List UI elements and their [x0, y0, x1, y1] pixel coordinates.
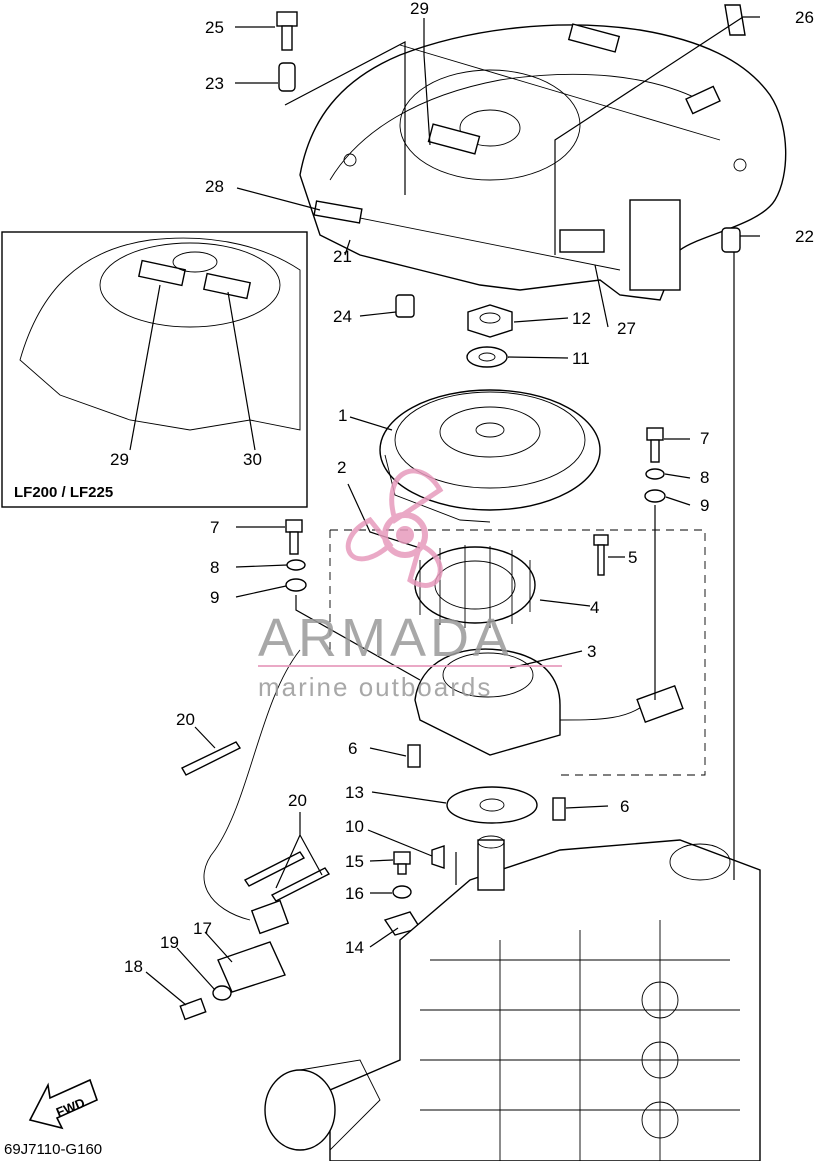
bolt	[646, 427, 664, 463]
part-number-6-right: 6	[620, 797, 629, 816]
engine-block	[264, 835, 761, 1161]
dowel-pin	[407, 744, 421, 768]
part-number-9-right: 9	[700, 496, 709, 515]
watermark-tagline: marine outboards	[258, 672, 492, 702]
part-number-9-left: 9	[210, 588, 219, 607]
watermark: ARMADA marine outboards	[258, 468, 562, 702]
grommet	[278, 62, 296, 92]
inset-title: LF200 / LF225	[14, 484, 113, 501]
lock-washer	[645, 468, 665, 480]
part-number-4: 4	[590, 598, 599, 617]
part-number-24: 24	[333, 307, 352, 326]
part-number-14: 14	[345, 938, 364, 957]
part-number-27: 27	[617, 319, 636, 338]
bolt	[276, 11, 298, 51]
nut	[467, 304, 513, 338]
pulser-plate	[446, 786, 538, 824]
part-number-8-left: 8	[210, 558, 219, 577]
part-number-17: 17	[193, 919, 212, 938]
diagram-code: 69J7110-G160	[4, 1141, 102, 1158]
bolt	[593, 534, 609, 576]
washer	[212, 985, 232, 1001]
clip	[724, 4, 746, 36]
part-number-7-right: 7	[700, 429, 709, 448]
part-number-29: 29	[410, 0, 429, 18]
part-number-16: 16	[345, 884, 364, 903]
cable-tie	[243, 851, 306, 887]
flat-washer	[285, 578, 307, 592]
part-number-5: 5	[628, 548, 637, 567]
part-number-20-lower: 20	[288, 791, 307, 810]
part-number-29-inset: 29	[110, 450, 129, 469]
part-number-30: 30	[243, 450, 262, 469]
collar	[395, 294, 415, 318]
part-number-6-left: 6	[348, 739, 357, 758]
part-number-12: 12	[572, 309, 591, 328]
part-number-10: 10	[345, 817, 364, 836]
holder	[217, 941, 286, 993]
cable-tie	[270, 867, 331, 902]
part-number-11: 11	[572, 349, 590, 368]
flywheel-cover	[299, 23, 787, 301]
flat-washer	[644, 489, 666, 503]
part-number-1: 1	[338, 406, 347, 425]
part-number-28: 28	[205, 177, 224, 196]
washer	[392, 885, 412, 899]
part-number-3: 3	[587, 642, 596, 661]
part-number-21: 21	[333, 247, 352, 266]
washer	[466, 346, 508, 368]
part-number-20-upper: 20	[176, 710, 195, 729]
part-number-7-left: 7	[210, 518, 219, 537]
part-number-19: 19	[160, 933, 179, 952]
bolt	[179, 997, 207, 1021]
part-number-13: 13	[345, 783, 364, 802]
cable-tie	[181, 741, 242, 776]
flywheel	[379, 389, 601, 523]
bolt	[393, 851, 411, 875]
part-number-8-right: 8	[700, 468, 709, 487]
bolt	[285, 519, 303, 555]
dowel-pin	[552, 797, 566, 821]
part-number-2: 2	[337, 458, 346, 477]
grommet	[721, 227, 741, 253]
part-number-22: 22	[795, 227, 814, 246]
part-number-25: 25	[205, 18, 224, 37]
connector	[250, 899, 290, 935]
watermark-brand: ARMADA	[258, 608, 513, 668]
lock-washer	[286, 559, 306, 571]
stator-base	[414, 648, 684, 756]
part-number-18: 18	[124, 957, 143, 976]
woodruff-key	[431, 845, 445, 869]
leader-lines	[145, 16, 760, 1006]
part-number-26: 26	[795, 8, 814, 27]
inset-panel: LF200 / LF225	[1, 231, 308, 508]
fwd-arrow-icon: FWD	[28, 1078, 98, 1130]
part-number-15: 15	[345, 852, 364, 871]
part-number-23: 23	[205, 74, 224, 93]
part-numbers: 25 23 29 26 28 21 22 24 12 27 11 1 29 30…	[110, 0, 814, 976]
